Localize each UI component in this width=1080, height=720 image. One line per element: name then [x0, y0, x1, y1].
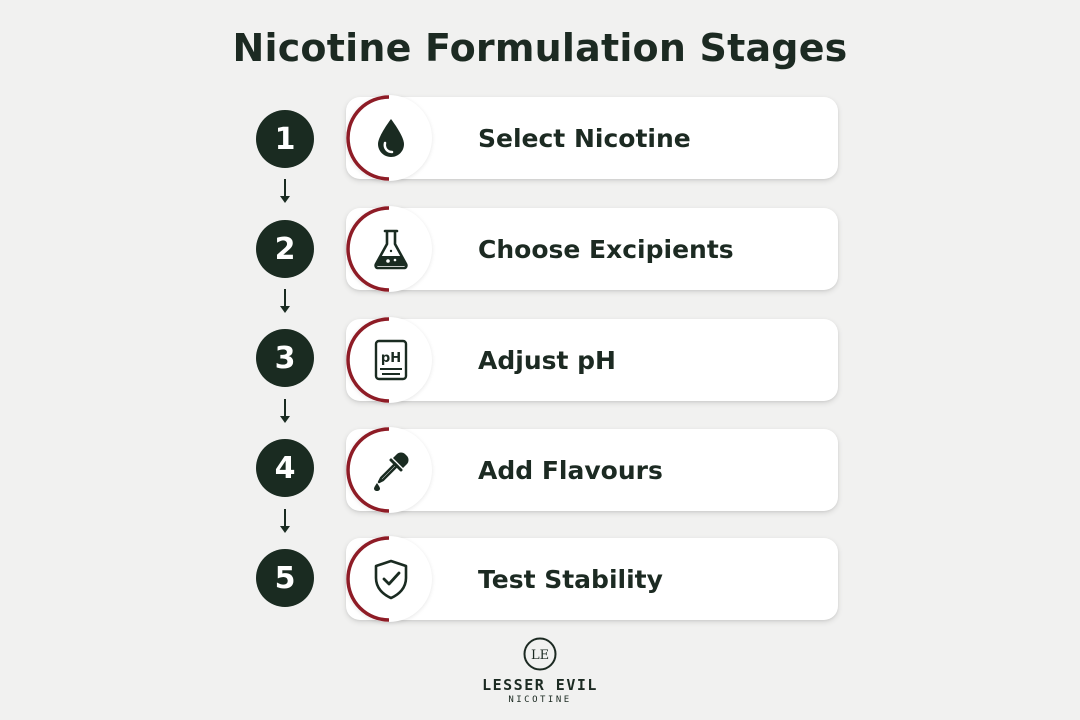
page-title: Nicotine Formulation Stages	[232, 26, 848, 70]
arrow-down-icon	[280, 289, 290, 313]
icon-badge	[346, 95, 432, 181]
step-number-5: 5	[256, 549, 314, 607]
stage-label: Choose Excipients	[478, 234, 734, 264]
logo-mark: LE	[523, 637, 557, 671]
ph-icon-text: pH	[381, 351, 401, 366]
flask-icon	[374, 229, 408, 270]
stage-label: Adjust pH	[478, 345, 616, 375]
dropper-icon	[374, 452, 409, 491]
icon-badge	[346, 206, 432, 292]
logo-monogram: LE	[531, 648, 549, 663]
icon-badge: pH	[346, 317, 432, 403]
accent-ring	[346, 95, 390, 181]
accent-ring	[346, 206, 390, 292]
stage-card-test-stability: Test Stability	[346, 536, 838, 622]
brand-name: LESSER EVIL	[482, 676, 598, 694]
accent-ring	[346, 536, 390, 622]
arrow-down-icon	[280, 179, 290, 203]
icon-badge	[346, 427, 432, 513]
stage-card-add-flavours: Add Flavours	[346, 427, 838, 513]
stage-card-adjust-ph: pH Adjust pH	[346, 317, 838, 403]
step-number-3: 3	[256, 329, 314, 387]
accent-ring	[346, 317, 390, 403]
arrow-down-icon	[280, 509, 290, 533]
stage-label: Test Stability	[478, 564, 663, 594]
stage-label: Add Flavours	[478, 455, 663, 485]
accent-ring	[346, 427, 390, 513]
stage-card-choose-excipients: Choose Excipients	[346, 206, 838, 292]
stage-card-select-nicotine: Select Nicotine	[346, 95, 838, 181]
stage-label: Select Nicotine	[478, 123, 691, 153]
step-number-2: 2	[256, 220, 314, 278]
droplet-icon	[378, 119, 404, 157]
arrow-down-icon	[280, 399, 290, 423]
step-number-4: 4	[256, 439, 314, 497]
brand-logo: LE LESSER EVIL NICOTINE	[440, 636, 640, 705]
shield-check-icon	[374, 559, 408, 600]
step-number-1: 1	[256, 110, 314, 168]
brand-subtitle: NICOTINE	[508, 695, 572, 705]
icon-badge	[346, 536, 432, 622]
ph-meter-icon: pH	[374, 339, 408, 381]
